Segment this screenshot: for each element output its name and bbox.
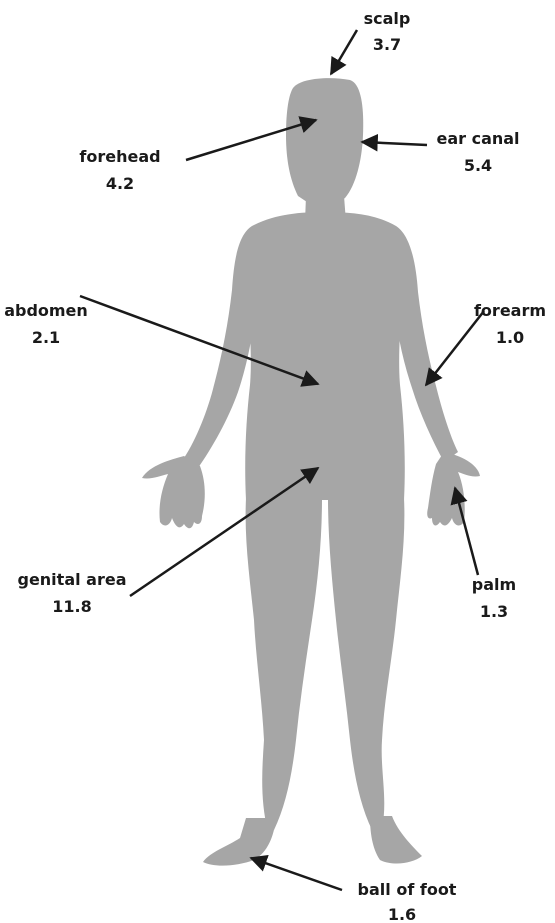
right-foot <box>370 816 422 863</box>
label-ear-canal: ear canal 5.4 <box>436 129 519 175</box>
label-abdomen: abdomen 2.1 <box>4 301 88 347</box>
label-ball-of-foot: ball of foot 1.6 <box>358 880 457 923</box>
head <box>286 78 363 204</box>
label-scalp-name: scalp <box>364 9 411 28</box>
label-ear-canal-name: ear canal <box>436 129 519 148</box>
right-arm <box>394 226 458 462</box>
label-palm-name: palm <box>472 575 516 594</box>
right-leg <box>328 498 404 830</box>
left-hand <box>142 456 205 528</box>
label-forehead-name: forehead <box>79 147 160 166</box>
label-genital-area: genital area 11.8 <box>17 570 126 616</box>
label-forearm: forearm 1.0 <box>474 301 546 347</box>
label-scalp: scalp 3.7 <box>364 9 411 54</box>
right-hand <box>427 452 480 525</box>
label-palm: palm 1.3 <box>472 575 516 621</box>
ear-canal-arrow <box>362 142 427 145</box>
label-ear-canal-value: 5.4 <box>464 156 492 175</box>
label-abdomen-name: abdomen <box>4 301 88 320</box>
ball-of-foot-arrow <box>251 858 342 890</box>
label-forearm-value: 1.0 <box>496 328 524 347</box>
label-ball-of-foot-name: ball of foot <box>358 880 457 899</box>
label-abdomen-value: 2.1 <box>32 328 60 347</box>
label-forearm-name: forearm <box>474 301 546 320</box>
scalp-arrow <box>331 30 357 74</box>
label-scalp-value: 3.7 <box>373 35 401 54</box>
left-foot <box>203 818 276 866</box>
label-palm-value: 1.3 <box>480 602 508 621</box>
torso <box>245 212 405 500</box>
label-genital-area-value: 11.8 <box>52 597 91 616</box>
label-ball-of-foot-value: 1.6 <box>388 905 416 923</box>
left-leg <box>246 498 322 832</box>
palm-arrow <box>455 488 478 575</box>
forearm-arrow <box>426 311 484 385</box>
label-forehead-value: 4.2 <box>106 174 134 193</box>
label-forehead: forehead 4.2 <box>79 147 160 193</box>
label-genital-area-name: genital area <box>17 570 126 589</box>
